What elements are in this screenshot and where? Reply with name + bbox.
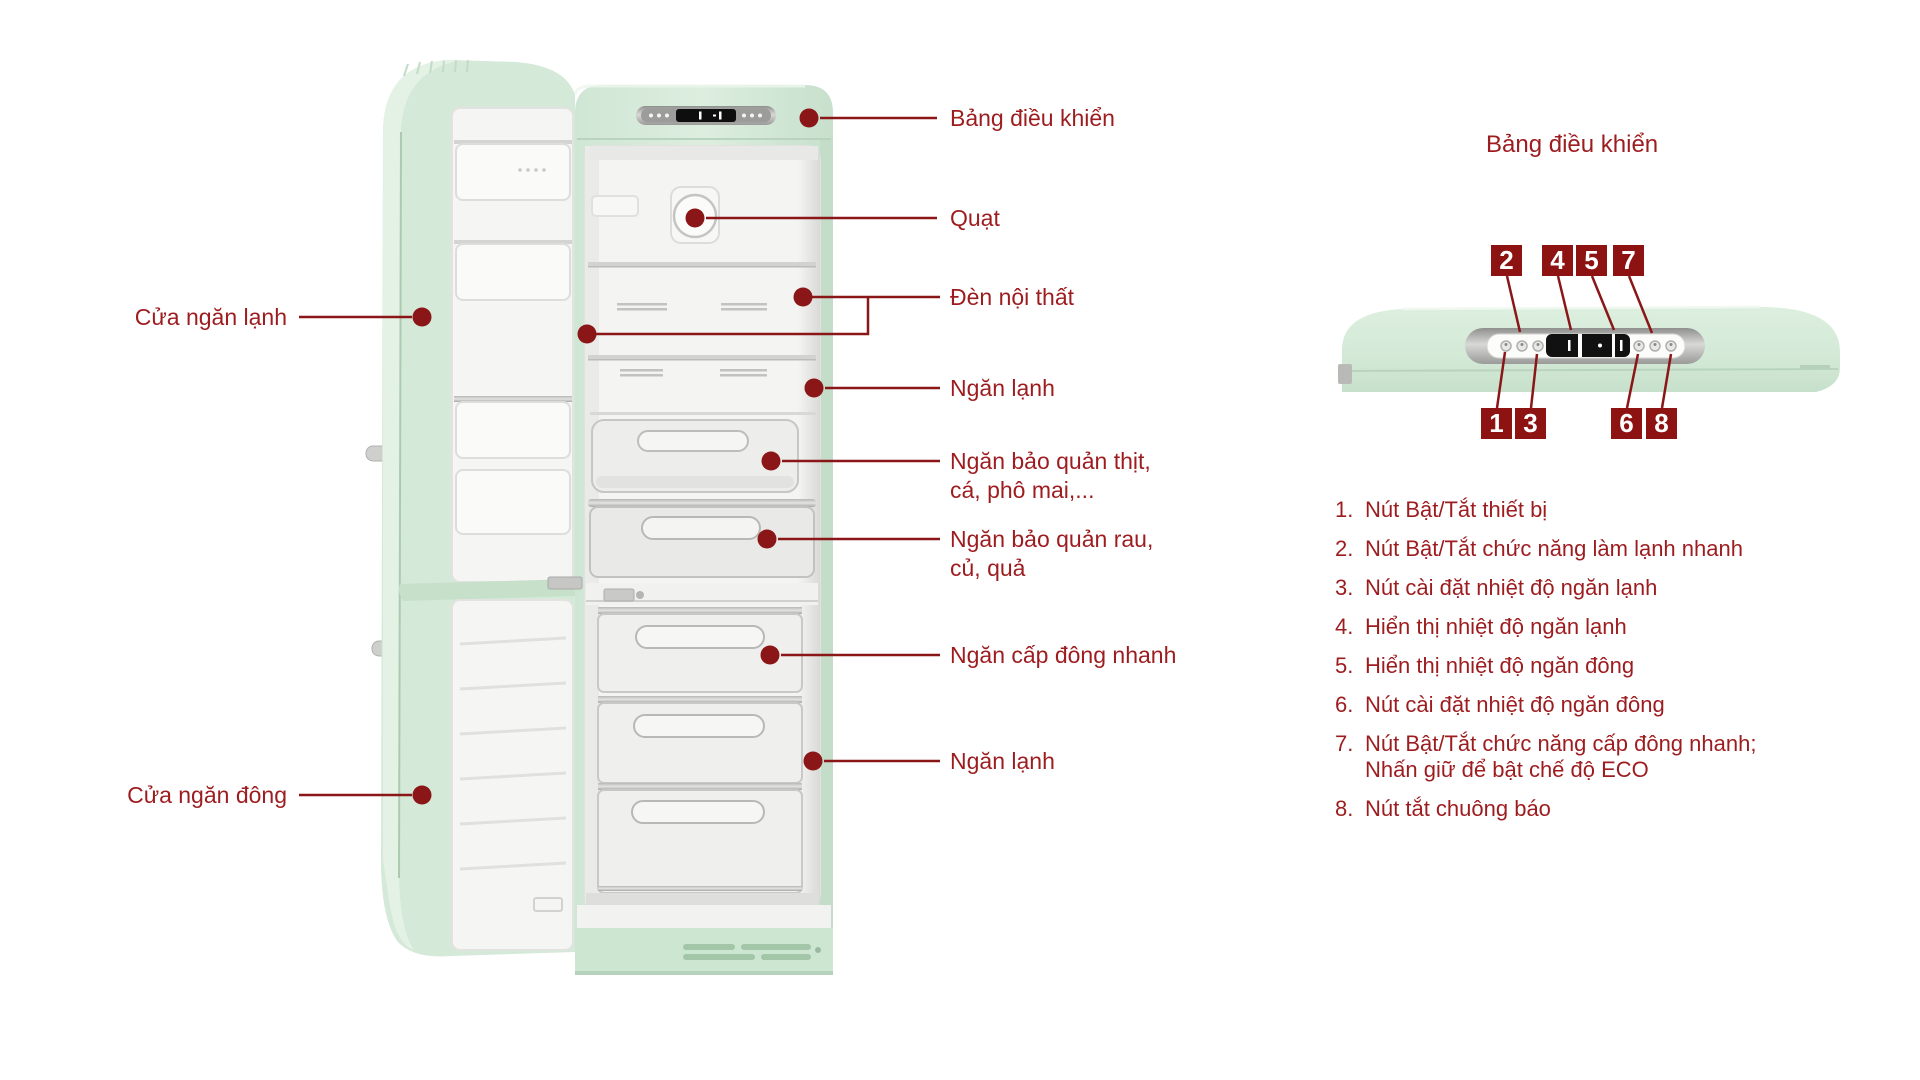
number-leader-lines	[1495, 275, 1673, 409]
panel-legend: 1. Nút Bật/Tắt thiết bị 2. Nút Bật/Tắt c…	[1335, 497, 1895, 822]
interior-module	[591, 195, 639, 217]
freezer-drawer-3	[597, 783, 803, 894]
legend-item-4: 4. Hiển thị nhiệt độ ngăn lạnh	[1335, 614, 1895, 640]
glass-shelf-1	[588, 262, 816, 311]
temperature-display	[676, 109, 736, 122]
door-front-face	[383, 60, 462, 950]
legend-text: Nút Bật/Tắt chức năng làm lạnh nhanh	[1365, 536, 1743, 561]
legend-item-5: 5. Hiển thị nhiệt độ ngăn đông	[1335, 653, 1895, 679]
freezer-door-interior	[451, 599, 574, 951]
open-door	[365, 59, 583, 957]
fridge-cabinet	[573, 84, 833, 975]
door-bin-3	[454, 396, 572, 459]
dot-freezer-door	[412, 785, 432, 805]
marker-4: 4	[1542, 245, 1573, 276]
label-veg-drawer-line1: Ngăn bảo quản rau,	[950, 526, 1154, 552]
label-freezer-compartment: Ngăn lạnh	[950, 748, 1055, 774]
legend-item-7: 7. Nút Bật/Tắt chức năng cấp đông nhanh;…	[1335, 731, 1895, 783]
cabinet-right-edge	[820, 140, 833, 975]
legend-num: 3.	[1335, 575, 1354, 600]
label-fridge-compartment: Ngăn lạnh	[950, 375, 1055, 401]
door-bin-1	[454, 140, 572, 201]
door-top-ribs	[403, 59, 469, 77]
callout-leader-lines	[299, 116, 940, 797]
marker-5: 5	[1576, 245, 1607, 276]
dot-meat-drawer	[761, 451, 781, 471]
label-freezer-door: Cửa ngăn đông	[127, 782, 287, 808]
meat-drawer	[590, 412, 816, 493]
dot-interior-light-left	[577, 324, 597, 344]
callout-dots	[412, 108, 824, 805]
legend-num: 4.	[1335, 614, 1354, 639]
cabinet-base	[575, 905, 833, 975]
legend-text: Hiển thị nhiệt độ ngăn lạnh	[1365, 614, 1627, 639]
door-bin-4	[455, 469, 571, 535]
mid-hinge	[547, 576, 583, 590]
label-meat-drawer-line2: cá, phô mai,...	[950, 477, 1095, 503]
marker-3: 3	[1515, 408, 1546, 439]
freezer-drawer-1	[597, 607, 803, 693]
panel-title: Bảng điều khiển	[1486, 131, 1659, 158]
label-control-panel: Bảng điều khiển	[950, 105, 1115, 131]
label-fan: Quạt	[950, 205, 1000, 231]
dot-freezer-compartment	[803, 751, 823, 771]
compartment-divider	[586, 583, 818, 605]
fridge-door-interior	[451, 107, 574, 583]
dot-quick-freeze	[760, 645, 780, 665]
legend-num: 6.	[1335, 692, 1354, 717]
legend-text: Nút cài đặt nhiệt độ ngăn lạnh	[1365, 575, 1658, 600]
label-fridge-door: Cửa ngăn lạnh	[134, 304, 287, 330]
panel-hinge	[1338, 364, 1352, 384]
label-meat-drawer: Ngăn bảo quản thịt, cá, phô mai,...	[950, 447, 1151, 505]
dot-fan	[685, 208, 705, 228]
panel-chrome-strip	[1465, 328, 1705, 364]
marker-7: 7	[1613, 245, 1644, 276]
dot-control-panel	[799, 108, 819, 128]
legend-num: 7.	[1335, 731, 1354, 756]
dot-fridge-door	[412, 307, 432, 327]
legend-num: 5.	[1335, 653, 1354, 678]
label-interior-light: Đèn nội thất	[950, 284, 1075, 310]
marker-1: 1	[1481, 408, 1512, 439]
door-seam	[399, 579, 575, 601]
door-bin-2	[454, 240, 572, 301]
control-panel-strip	[636, 106, 776, 125]
legend-text2: Nhấn giữ để bật chế độ ECO	[1365, 757, 1649, 782]
label-quick-freeze: Ngăn cấp đông nhanh	[950, 642, 1177, 668]
marker-2: 2	[1491, 245, 1522, 276]
dot-veg-drawer	[757, 529, 777, 549]
legend-item-3: 3. Nút cài đặt nhiệt độ ngăn lạnh	[1335, 575, 1895, 601]
control-panel-detail-illustration	[1338, 275, 1840, 409]
label-veg-drawer: Ngăn bảo quản rau, củ, quả	[950, 525, 1153, 583]
legend-item-1: 1. Nút Bật/Tắt thiết bị	[1335, 497, 1895, 523]
legend-text: Nút tắt chuông báo	[1365, 796, 1551, 821]
fridge-interior	[584, 145, 821, 909]
legend-item-2: 2. Nút Bật/Tắt chức năng làm lạnh nhanh	[1335, 536, 1895, 562]
legend-num: 1.	[1335, 497, 1354, 522]
label-veg-drawer-line2: củ, quả	[950, 555, 1026, 581]
legend-num: 2.	[1335, 536, 1354, 561]
marker-8: 8	[1646, 408, 1677, 439]
freezer-door-ribs	[459, 636, 567, 871]
label-meat-drawer-line1: Ngăn bảo quản thịt,	[950, 448, 1151, 474]
legend-text: Nút cài đặt nhiệt độ ngăn đông	[1365, 692, 1665, 717]
vegetable-drawer	[588, 499, 816, 578]
legend-text: Nút Bật/Tắt thiết bị	[1365, 497, 1548, 522]
panel-display	[1546, 334, 1630, 357]
freezer-drawer-2	[597, 696, 803, 784]
legend-item-8: 8. Nút tắt chuông báo	[1335, 796, 1895, 822]
legend-num: 8.	[1335, 796, 1354, 821]
legend-text: Hiển thị nhiệt độ ngăn đông	[1365, 653, 1635, 678]
dot-interior-light-right	[793, 287, 813, 307]
glass-shelf-2	[588, 355, 816, 377]
legend-item-6: 6. Nút cài đặt nhiệt độ ngăn đông	[1335, 692, 1895, 718]
marker-6: 6	[1611, 408, 1642, 439]
door-logo-emboss	[533, 897, 563, 912]
legend-text: Nút Bật/Tắt chức năng cấp đông nhanh;	[1365, 731, 1757, 756]
dot-fridge-compartment	[804, 378, 824, 398]
fridge-illustration	[365, 59, 833, 975]
